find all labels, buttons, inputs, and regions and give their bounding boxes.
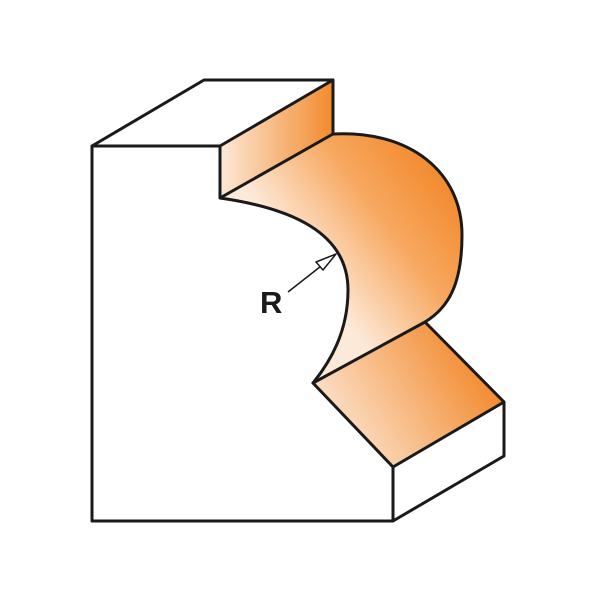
block-outline bbox=[90, 78, 506, 523]
radius-label: R bbox=[260, 285, 282, 320]
profile-top-face bbox=[220, 80, 333, 198]
cove-edge bbox=[218, 196, 427, 385]
block-front-face bbox=[92, 146, 393, 521]
profile-curved-face bbox=[220, 133, 462, 383]
block-side-face bbox=[393, 402, 504, 521]
block-top-face bbox=[92, 80, 333, 146]
radius-arrow-head bbox=[315, 253, 337, 271]
